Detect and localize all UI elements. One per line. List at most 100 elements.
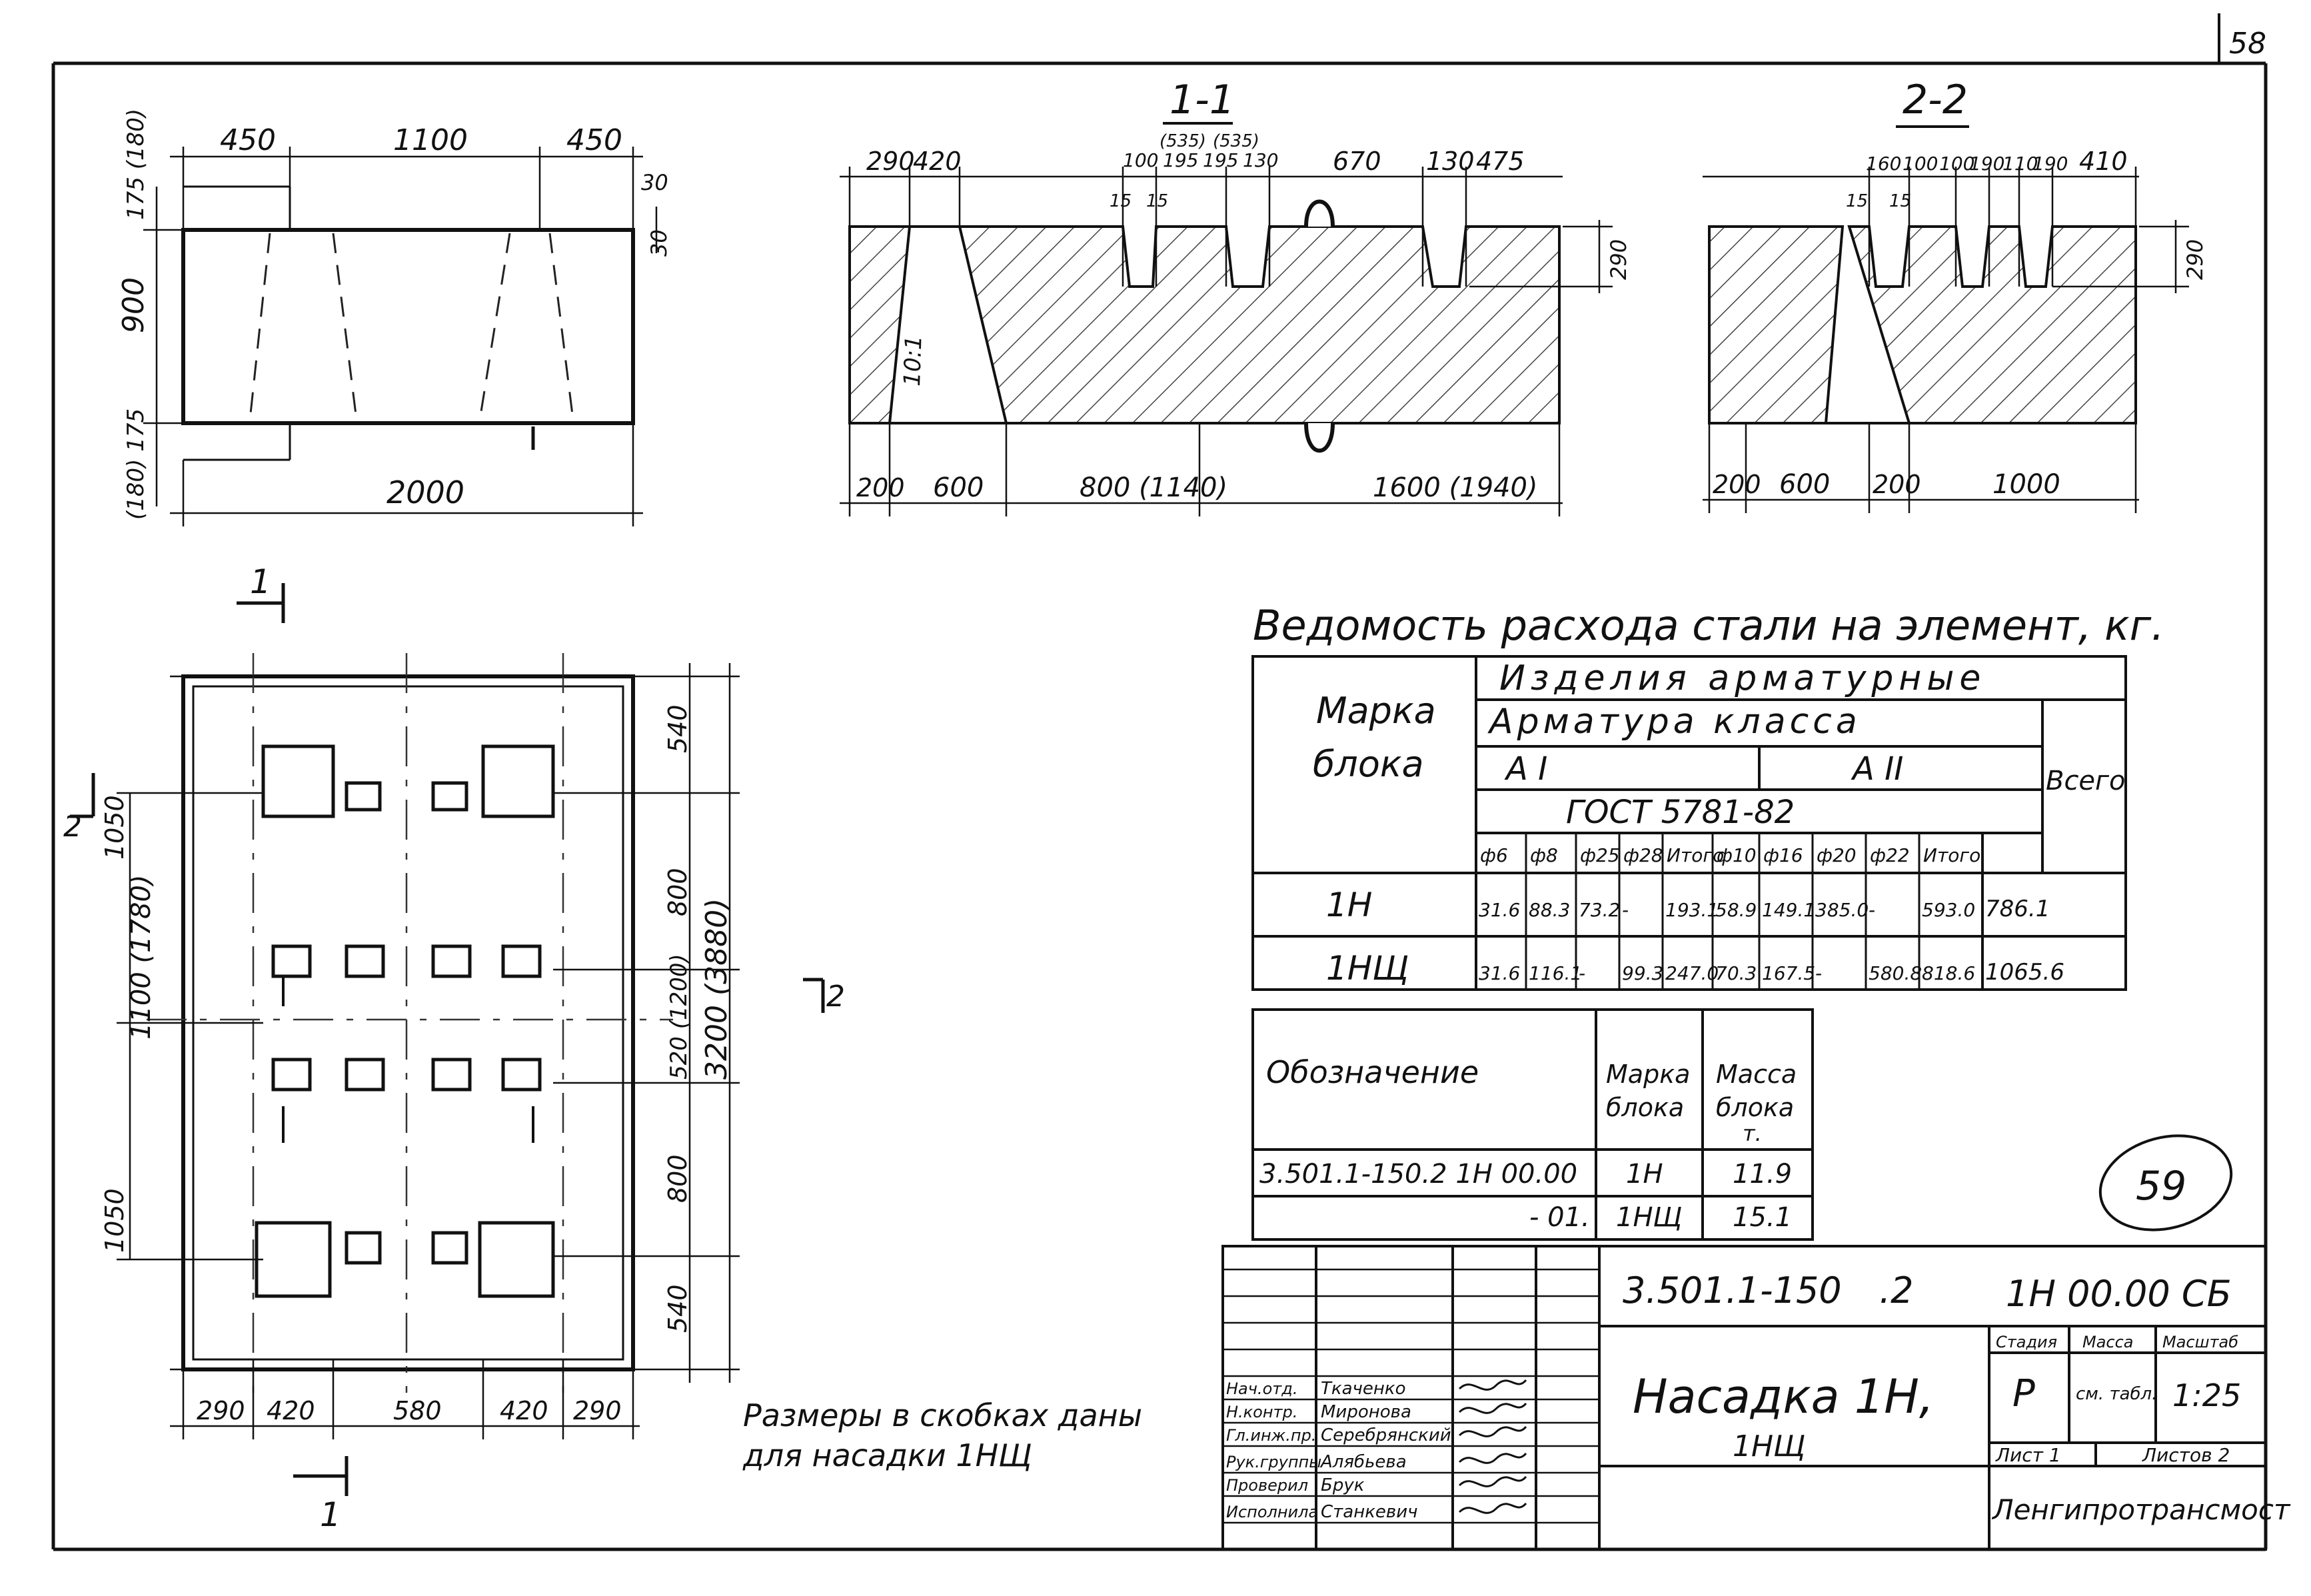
steel-cell: 167.5 [1762,962,1815,984]
steel-row-mark: 1Н [1326,886,1372,924]
steel-cell: - [1815,962,1822,984]
s2-dim-small-2: 15 [1889,191,1911,211]
mass-row-2-mass: 15.1 [1733,1202,1792,1233]
s2-dim-top-4: 190 [1969,153,2004,175]
tb-sheet-label: Лист 1 [1995,1444,2061,1466]
steel-cell: 149.1 [1762,899,1815,921]
steel-cell: 786.1 [1985,896,2050,922]
bv-dim-bottom-2: 420 [267,1396,315,1425]
plan-view: 450 1100 450 2000 900 175 (180) (180) 17… [117,109,672,526]
tb-role: Проверил [1226,1476,1308,1495]
steel-cell: 70.3 [1715,962,1757,984]
mass-row-2-designation: - 01. [1529,1202,1590,1233]
plan-dim-left-top: 175 (180) [123,109,149,220]
steel-cell: 385.0 [1815,899,1869,921]
signature-mark [1458,1402,1527,1414]
bv-dim-right-1: 540 [663,704,692,753]
steel-cell: - [1622,899,1629,921]
section-1-title: 1-1 [1169,77,1235,123]
bv-dim-right-2: 800 [663,868,692,916]
plan-dim-right-1: 30 [641,170,668,195]
steel-head-ai: А I [1504,750,1547,788]
section-2-2: 2-2 160 100 100 190 110 190 410 15 15 29… [1703,77,2208,513]
steel-col-header: ф6 [1480,844,1508,866]
tb-person-name: Брук [1321,1475,1365,1495]
signature-mark [1458,1475,1527,1487]
section-1-1: 1-1 290 420 100 195 195 130 670 130 475 … [840,77,1631,516]
s1-dim-paren-1: (535) [1159,131,1206,151]
steel-col-header: ф8 [1530,844,1558,866]
steel-col-header: ф10 [1717,844,1757,866]
s2-dim-top-3: 100 [1939,153,1974,175]
s1-dim-bottom-4: 1600 (1940) [1373,472,1538,503]
tb-scale: 1:25 [2172,1377,2241,1413]
mass-row-1-designation: 3.501.1-150.2 1Н 00.00 [1259,1159,1577,1190]
s2-dim-bottom-4: 1000 [1992,469,2060,500]
steel-col-header: Итого [1667,844,1724,866]
steel-col-header: Итого [1923,844,1980,866]
mass-row-1-mark: 1Н [1626,1159,1663,1190]
s1-dim-bottom-1: 200 [856,473,905,502]
mass-head-mass-2: блока [1716,1093,1794,1122]
tb-person-name: Миронова [1321,1402,1411,1422]
mass-head-mass-3: т. [1743,1121,1762,1146]
steel-head-total: Всего [2046,766,2126,796]
bv-dim-left-2: 1100 (1780) [126,874,157,1040]
bv-dim-bottom-4: 420 [500,1396,548,1425]
s1-dim-top-7: 670 [1333,147,1381,176]
s2-dim-bottom-2: 600 [1779,469,1830,500]
tb-role: Н.контр. [1226,1403,1297,1421]
tb-mass: см. табл. [2076,1384,2157,1404]
s1-dim-top-1: 290 [866,147,915,176]
cut-marker-1-bottom: 1 [320,1495,341,1534]
tb-role: Исполнила [1226,1503,1318,1521]
title-block: Нач.отд.ТкаченкоН.контр.МироноваГл.инж.п… [1221,1245,2291,1551]
tb-person-name: Серебрянский [1321,1425,1451,1445]
steel-head-mark-1: Марка [1316,690,1436,732]
steel-col-header: ф25 [1580,844,1620,866]
tb-person-name: Ткаченко [1321,1379,1406,1399]
tb-role: Рук.группы [1226,1453,1321,1471]
s2-dim-bottom-3: 200 [1873,470,1921,499]
steel-table: Ведомость расхода стали на элемент, кг. … [1251,601,2164,991]
bv-dim-bottom-5: 290 [573,1396,622,1425]
steel-head-mark-2: блока [1313,743,1424,785]
cut-marker-1-top: 1 [250,562,271,601]
steel-cell: 31.6 [1479,962,1520,984]
section-2-title: 2-2 [1903,77,1968,123]
s1-depth: 290 [1606,239,1631,280]
mass-row-2-mark: 1НЩ [1616,1202,1682,1233]
s1-slope: 10:1 [899,335,928,387]
steel-head-products: Изделия арматурные [1499,658,1986,698]
tb-person-name: Станкевич [1321,1502,1418,1522]
s1-dim-top-6: 130 [1243,149,1278,171]
steel-cell: 247.0 [1665,962,1719,984]
steel-cell: - [1869,899,1875,921]
mass-head-mark-1: Марка [1606,1060,1690,1089]
steel-cell: 88.3 [1529,899,1570,921]
plan-dim-left-bottom: (180) 175 [123,408,149,520]
stamp-number: 59 [2136,1163,2186,1209]
tb-sheets-label: Листов 2 [2142,1444,2230,1466]
s1-dim-paren-2: (535) [1213,131,1259,151]
bv-dim-left-1: 1050 [100,795,129,860]
s1-dim-top-8: 130 [1426,147,1475,176]
s1-dim-top-9: 475 [1476,147,1525,176]
s2-dim-small-1: 15 [1846,191,1868,211]
s2-dim-bottom-1: 200 [1713,470,1761,499]
s1-dim-bottom-3: 800 (1140) [1080,472,1227,503]
note-line-2: для насадки 1НЩ [742,1437,1032,1473]
s2-dim-top-6: 190 [2032,153,2068,175]
s1-dim-top-5: 195 [1203,149,1238,171]
tb-person-name: Алябьева [1319,1452,1407,1472]
plan-dim-right-2: 30 [646,229,672,257]
steel-col-header: ф20 [1817,844,1857,866]
steel-col-header: ф16 [1763,844,1803,866]
tb-name: Насадка 1Н, [1633,1369,1934,1424]
cut-markers [70,583,825,1496]
s1-dim-small-2: 15 [1146,191,1168,211]
s2-depth: 290 [2182,239,2208,280]
steel-cell: 193.1 [1665,899,1719,921]
bv-dim-right-4: 800 [663,1154,692,1203]
